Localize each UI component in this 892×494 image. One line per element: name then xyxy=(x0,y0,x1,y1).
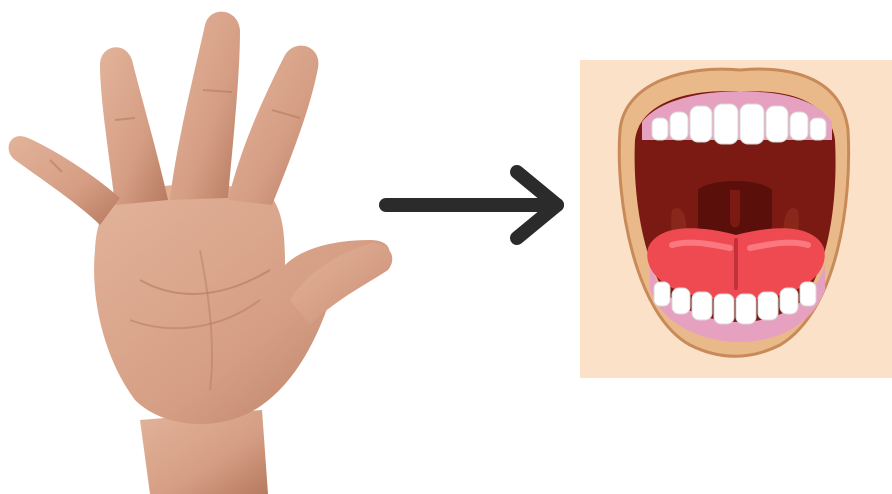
open-hand-image xyxy=(0,0,420,494)
hand-icon xyxy=(0,0,420,494)
open-mouth-image xyxy=(580,60,892,378)
mouth-icon xyxy=(580,60,892,378)
right-arrow-icon xyxy=(372,160,572,250)
right-arrow xyxy=(372,160,572,250)
